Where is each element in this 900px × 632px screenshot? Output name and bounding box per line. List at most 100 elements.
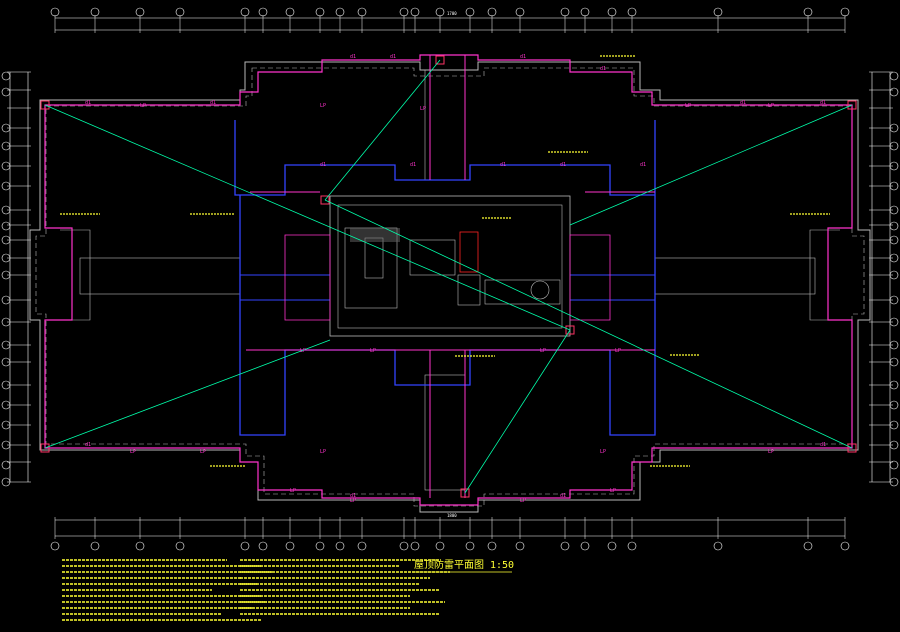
axis-bubble-right xyxy=(889,270,899,280)
axis-bubble-bottom xyxy=(357,541,367,551)
axis-bubble-top xyxy=(240,7,250,17)
axis-bubble-top xyxy=(580,7,590,17)
main-lightning-belt xyxy=(40,54,857,506)
axis-bubble-left xyxy=(1,123,11,133)
diagonal-line xyxy=(324,59,441,201)
axis-bubble-left xyxy=(1,161,11,171)
axis-bubble-right xyxy=(889,221,899,231)
lp-label: LP xyxy=(290,488,296,494)
axis-bubble-left xyxy=(1,181,11,191)
shaft-bottom xyxy=(424,374,466,491)
axis-bubble-bottom xyxy=(335,541,345,551)
magenta-belt xyxy=(44,54,853,506)
grounding-marker xyxy=(435,55,445,65)
lp-label: LP xyxy=(600,449,606,455)
axis-bubble-bottom xyxy=(560,541,570,551)
axis-bubble-bottom xyxy=(840,541,850,551)
axis-bubble-right xyxy=(889,460,899,470)
axis-bubble-left xyxy=(1,235,11,245)
axis-bubble-right xyxy=(889,440,899,450)
drawing-scale: 1:50 xyxy=(490,560,514,571)
axis-bubble-right xyxy=(889,141,899,151)
axis-bubble-top xyxy=(335,7,345,17)
axis-bubble-bottom xyxy=(465,541,475,551)
parapet-outer xyxy=(29,61,871,513)
axis-bubble-right xyxy=(889,357,899,367)
grounding-marker xyxy=(460,488,470,498)
dt-label: d1 xyxy=(350,493,356,499)
lp-label: LP xyxy=(320,449,326,455)
axis-bubble-top xyxy=(90,7,100,17)
lp-label: LP xyxy=(350,498,356,504)
axis-bubble-left xyxy=(1,87,11,97)
axis-bubble-bottom xyxy=(627,541,637,551)
magenta-links xyxy=(246,55,655,498)
grounding-marker xyxy=(320,195,330,205)
tank xyxy=(409,239,456,276)
corridor-right xyxy=(654,257,816,295)
dt-label: d1 xyxy=(410,162,416,168)
axis-bubble-left xyxy=(1,71,11,81)
shaft-top xyxy=(424,69,466,181)
axis-bubble-top xyxy=(435,7,445,17)
axis-bubble-bottom xyxy=(410,541,420,551)
axis-bubble-right xyxy=(889,317,899,327)
dimension-lines: 1700 1800 xyxy=(7,11,893,539)
axis-bubble-top xyxy=(135,7,145,17)
dt-label: d1 xyxy=(390,54,396,60)
axis-bubble-right xyxy=(889,205,899,215)
core-inner xyxy=(337,204,563,329)
axis-bubble-bottom xyxy=(135,541,145,551)
axis-bubble-left xyxy=(1,295,11,305)
axis-bubble-bottom xyxy=(607,541,617,551)
axis-bubble-top xyxy=(315,7,325,17)
axis-bubble-top xyxy=(487,7,497,17)
axis-bubble-top xyxy=(285,7,295,17)
dt-label: d1 xyxy=(560,493,566,499)
axis-bubble-bottom xyxy=(713,541,723,551)
axis-bubbles xyxy=(1,7,899,551)
axis-bubble-top xyxy=(175,7,185,17)
stair-boxes xyxy=(284,234,611,321)
red-box xyxy=(459,231,479,273)
axis-bubble-right xyxy=(889,340,899,350)
blue-belt-links xyxy=(240,274,655,301)
axis-bubble-right xyxy=(889,87,899,97)
axis-bubble-bottom xyxy=(50,541,60,551)
ahu xyxy=(484,279,561,305)
diagonal-line xyxy=(44,104,571,331)
dim-label: 1700 xyxy=(447,11,457,16)
axis-bubble-left xyxy=(1,205,11,215)
axis-bubble-right xyxy=(889,253,899,263)
lp-label: LP xyxy=(320,103,326,109)
axis-bubble-top xyxy=(627,7,637,17)
blue-belt xyxy=(234,120,656,436)
dim-label: 1800 xyxy=(447,513,457,518)
lp-label: LP xyxy=(420,106,426,112)
diagonal-line xyxy=(324,199,853,449)
axis-bubble-left xyxy=(1,440,11,450)
axis-bubble-top xyxy=(258,7,268,17)
fan-unit xyxy=(364,237,384,279)
axis-bubble-left xyxy=(1,380,11,390)
axis-bubble-bottom xyxy=(515,541,525,551)
drawing-title: 屋顶防雷平面图 xyxy=(414,558,484,571)
lp-label: LP xyxy=(300,348,306,354)
diagonal-line xyxy=(569,104,853,226)
grounding-marker xyxy=(847,443,857,453)
lp-label: LP xyxy=(685,103,691,109)
axis-bubble-right xyxy=(889,400,899,410)
axis-bubble-top xyxy=(803,7,813,17)
axis-bubble-left xyxy=(1,270,11,280)
lp-label: LP xyxy=(130,449,136,455)
grounding-marker xyxy=(847,100,857,110)
diagonal-line xyxy=(464,329,571,494)
dt-label: d1 xyxy=(210,100,216,106)
dt-label: d1 xyxy=(640,162,646,168)
tank-2 xyxy=(457,274,481,306)
diagonal-line xyxy=(44,339,331,449)
parapet-outline xyxy=(29,61,871,513)
axis-bubble-top xyxy=(713,7,723,17)
axis-bubble-top xyxy=(840,7,850,17)
